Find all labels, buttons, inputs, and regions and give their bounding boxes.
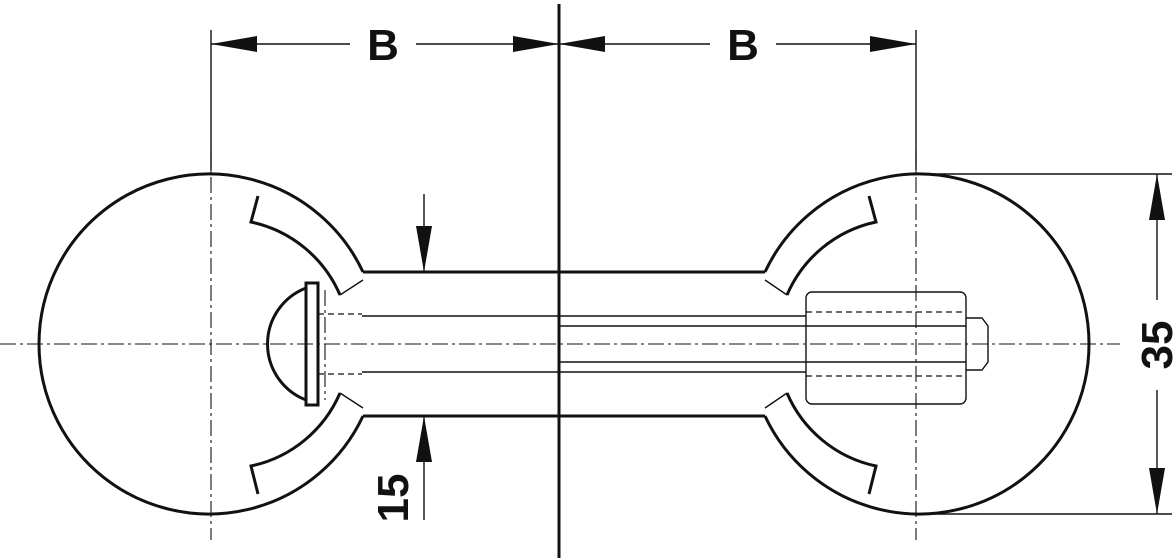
dimension-b-left — [211, 36, 559, 52]
right-head-outline — [559, 172, 1091, 516]
right-nut-and-bolt — [805, 291, 989, 405]
dimension-b-right-label: B — [727, 21, 759, 70]
left-insert — [266, 281, 362, 407]
left-head-outline — [37, 172, 559, 516]
dimension-35 — [1149, 174, 1165, 514]
dimension-15 — [416, 194, 432, 520]
dimension-15-label: 15 — [369, 474, 418, 523]
dimension-b-right — [559, 36, 916, 52]
dimension-35-label: 35 — [1133, 321, 1175, 370]
right-head-flat — [764, 279, 788, 409]
extension-lines — [210, 30, 1172, 515]
left-head-pocket — [249, 195, 342, 495]
left-head-flat — [339, 279, 364, 409]
right-head-pocket — [785, 195, 878, 495]
dimension-b-left-label: B — [367, 21, 399, 70]
sleeve-bore — [362, 315, 806, 373]
